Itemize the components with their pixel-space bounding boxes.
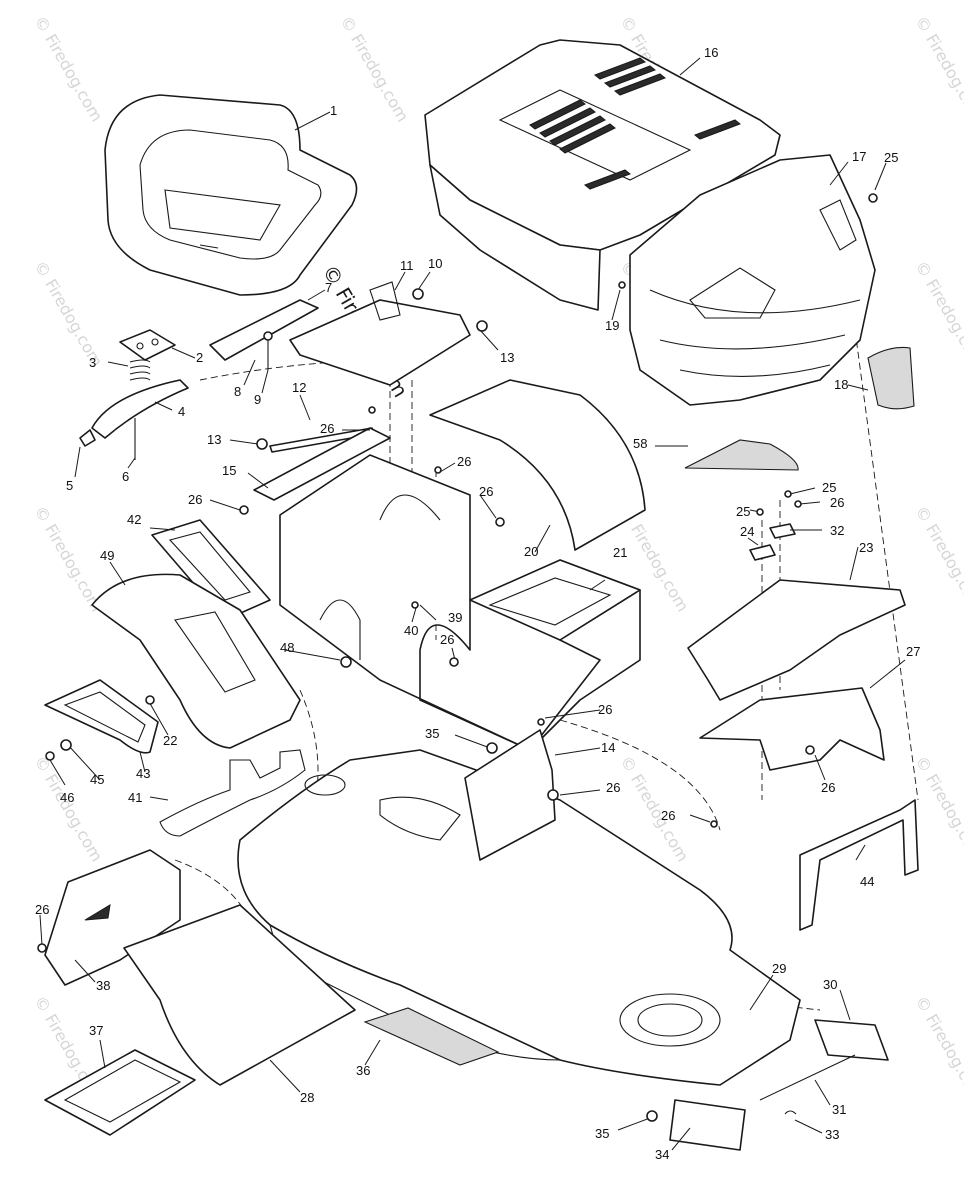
callout-17: 17 <box>852 149 866 164</box>
callout-42: 42 <box>127 512 141 527</box>
callout-25: 25 <box>884 150 898 165</box>
fender-part <box>429 379 646 551</box>
mesh-screen-part <box>867 346 915 410</box>
grille-part <box>629 154 876 406</box>
callout-25: 25 <box>736 504 750 519</box>
callout-26: 26 <box>479 484 493 499</box>
callout-34: 34 <box>655 1147 669 1162</box>
watermark-text: © Firedog.com <box>912 753 964 866</box>
u-bracket-part <box>799 799 919 931</box>
callout-24: 24 <box>740 524 754 539</box>
callout-14: 14 <box>601 740 615 755</box>
watermark-text: © Firedog.com <box>31 503 107 616</box>
callout-18: 18 <box>834 377 848 392</box>
battery-tray-parts <box>687 523 906 771</box>
callout-38: 38 <box>96 978 110 993</box>
callout-labels: 1 2 3 4 5 6 7 8 9 10 11 12 13 13 14 15 1… <box>35 45 920 1162</box>
callout-26: 26 <box>188 492 202 507</box>
watermark-text: © Firedog.com <box>912 993 964 1106</box>
seat-bracket-parts <box>119 281 471 386</box>
callout-2: 2 <box>196 350 203 365</box>
callout-39: 39 <box>448 610 462 625</box>
hood-vents <box>529 57 741 190</box>
hood-part <box>424 39 781 311</box>
callout-44: 44 <box>860 874 874 889</box>
callout-26: 26 <box>606 780 620 795</box>
callout-1: 1 <box>330 103 337 118</box>
callout-31: 31 <box>832 1102 846 1117</box>
watermark-text: © Firedog.com <box>912 503 964 616</box>
callout-35: 35 <box>425 726 439 741</box>
callout-49: 49 <box>100 548 114 563</box>
callout-4: 4 <box>178 404 185 419</box>
callout-45: 45 <box>90 772 104 787</box>
callout-40: 40 <box>404 623 418 638</box>
watermark-text: © Firedog.com <box>337 13 413 126</box>
mesh-screen-small-part <box>684 439 799 471</box>
rear-bracket-parts <box>669 1019 889 1151</box>
watermark-text: © Firedog.com <box>31 258 107 371</box>
callout-26: 26 <box>35 902 49 917</box>
mat-part <box>363 1007 500 1066</box>
watermark-text: © Firedog.com <box>912 258 964 371</box>
callout-5: 5 <box>66 478 73 493</box>
callout-37: 37 <box>89 1023 103 1038</box>
callout-32: 32 <box>830 523 844 538</box>
callout-26: 26 <box>457 454 471 469</box>
callout-22: 22 <box>163 733 177 748</box>
floor-cover-part <box>91 573 301 749</box>
callout-27: 27 <box>906 644 920 659</box>
callout-35: 35 <box>595 1126 609 1141</box>
callout-23: 23 <box>859 540 873 555</box>
callout-29: 29 <box>772 961 786 976</box>
callout-26: 26 <box>661 808 675 823</box>
dash-frame-part <box>279 454 641 751</box>
side-guard-part <box>44 849 181 986</box>
callout-19: 19 <box>605 318 619 333</box>
callout-58: 58 <box>633 436 647 451</box>
callout-8: 8 <box>234 384 241 399</box>
callout-12: 12 <box>292 380 306 395</box>
grate-plate-part <box>44 679 159 754</box>
hardware-fasteners <box>37 193 878 1122</box>
callout-15: 15 <box>222 463 236 478</box>
callout-41: 41 <box>128 790 142 805</box>
callout-7: 7 <box>325 280 332 295</box>
wire-harness-part <box>159 749 306 837</box>
callout-25: 25 <box>822 480 836 495</box>
callout-11: 11 <box>400 258 414 273</box>
callout-26: 26 <box>821 780 835 795</box>
callout-6: 6 <box>122 469 129 484</box>
callout-30: 30 <box>823 977 837 992</box>
callout-13: 13 <box>207 432 221 447</box>
callout-48: 48 <box>280 640 294 655</box>
spring-and-pivot-parts <box>79 331 273 460</box>
callout-10: 10 <box>428 256 442 271</box>
callout-21: 21 <box>613 545 627 560</box>
callout-26: 26 <box>440 632 454 647</box>
callout-3: 3 <box>89 355 96 370</box>
watermark-text: © Firedog.com <box>31 753 107 866</box>
callout-36: 36 <box>356 1063 370 1078</box>
callout-46: 46 <box>60 790 74 805</box>
callout-20: 20 <box>524 544 538 559</box>
callout-26: 26 <box>598 702 612 717</box>
callout-43: 43 <box>136 766 150 781</box>
callout-13: 13 <box>500 350 514 365</box>
callout-26: 26 <box>830 495 844 510</box>
seat-part <box>104 94 358 296</box>
deck-shroud-part <box>123 904 356 1086</box>
callout-33: 33 <box>825 1127 839 1142</box>
watermark-text: © Firedog.com <box>31 13 107 126</box>
watermark-text: © Firedog.com <box>912 13 964 126</box>
callout-28: 28 <box>300 1090 314 1105</box>
leader-lines <box>39 57 906 1151</box>
callout-26: 26 <box>320 421 334 436</box>
callout-9: 9 <box>254 392 261 407</box>
callout-16: 16 <box>704 45 718 60</box>
rod-and-bracket-parts <box>253 427 391 501</box>
